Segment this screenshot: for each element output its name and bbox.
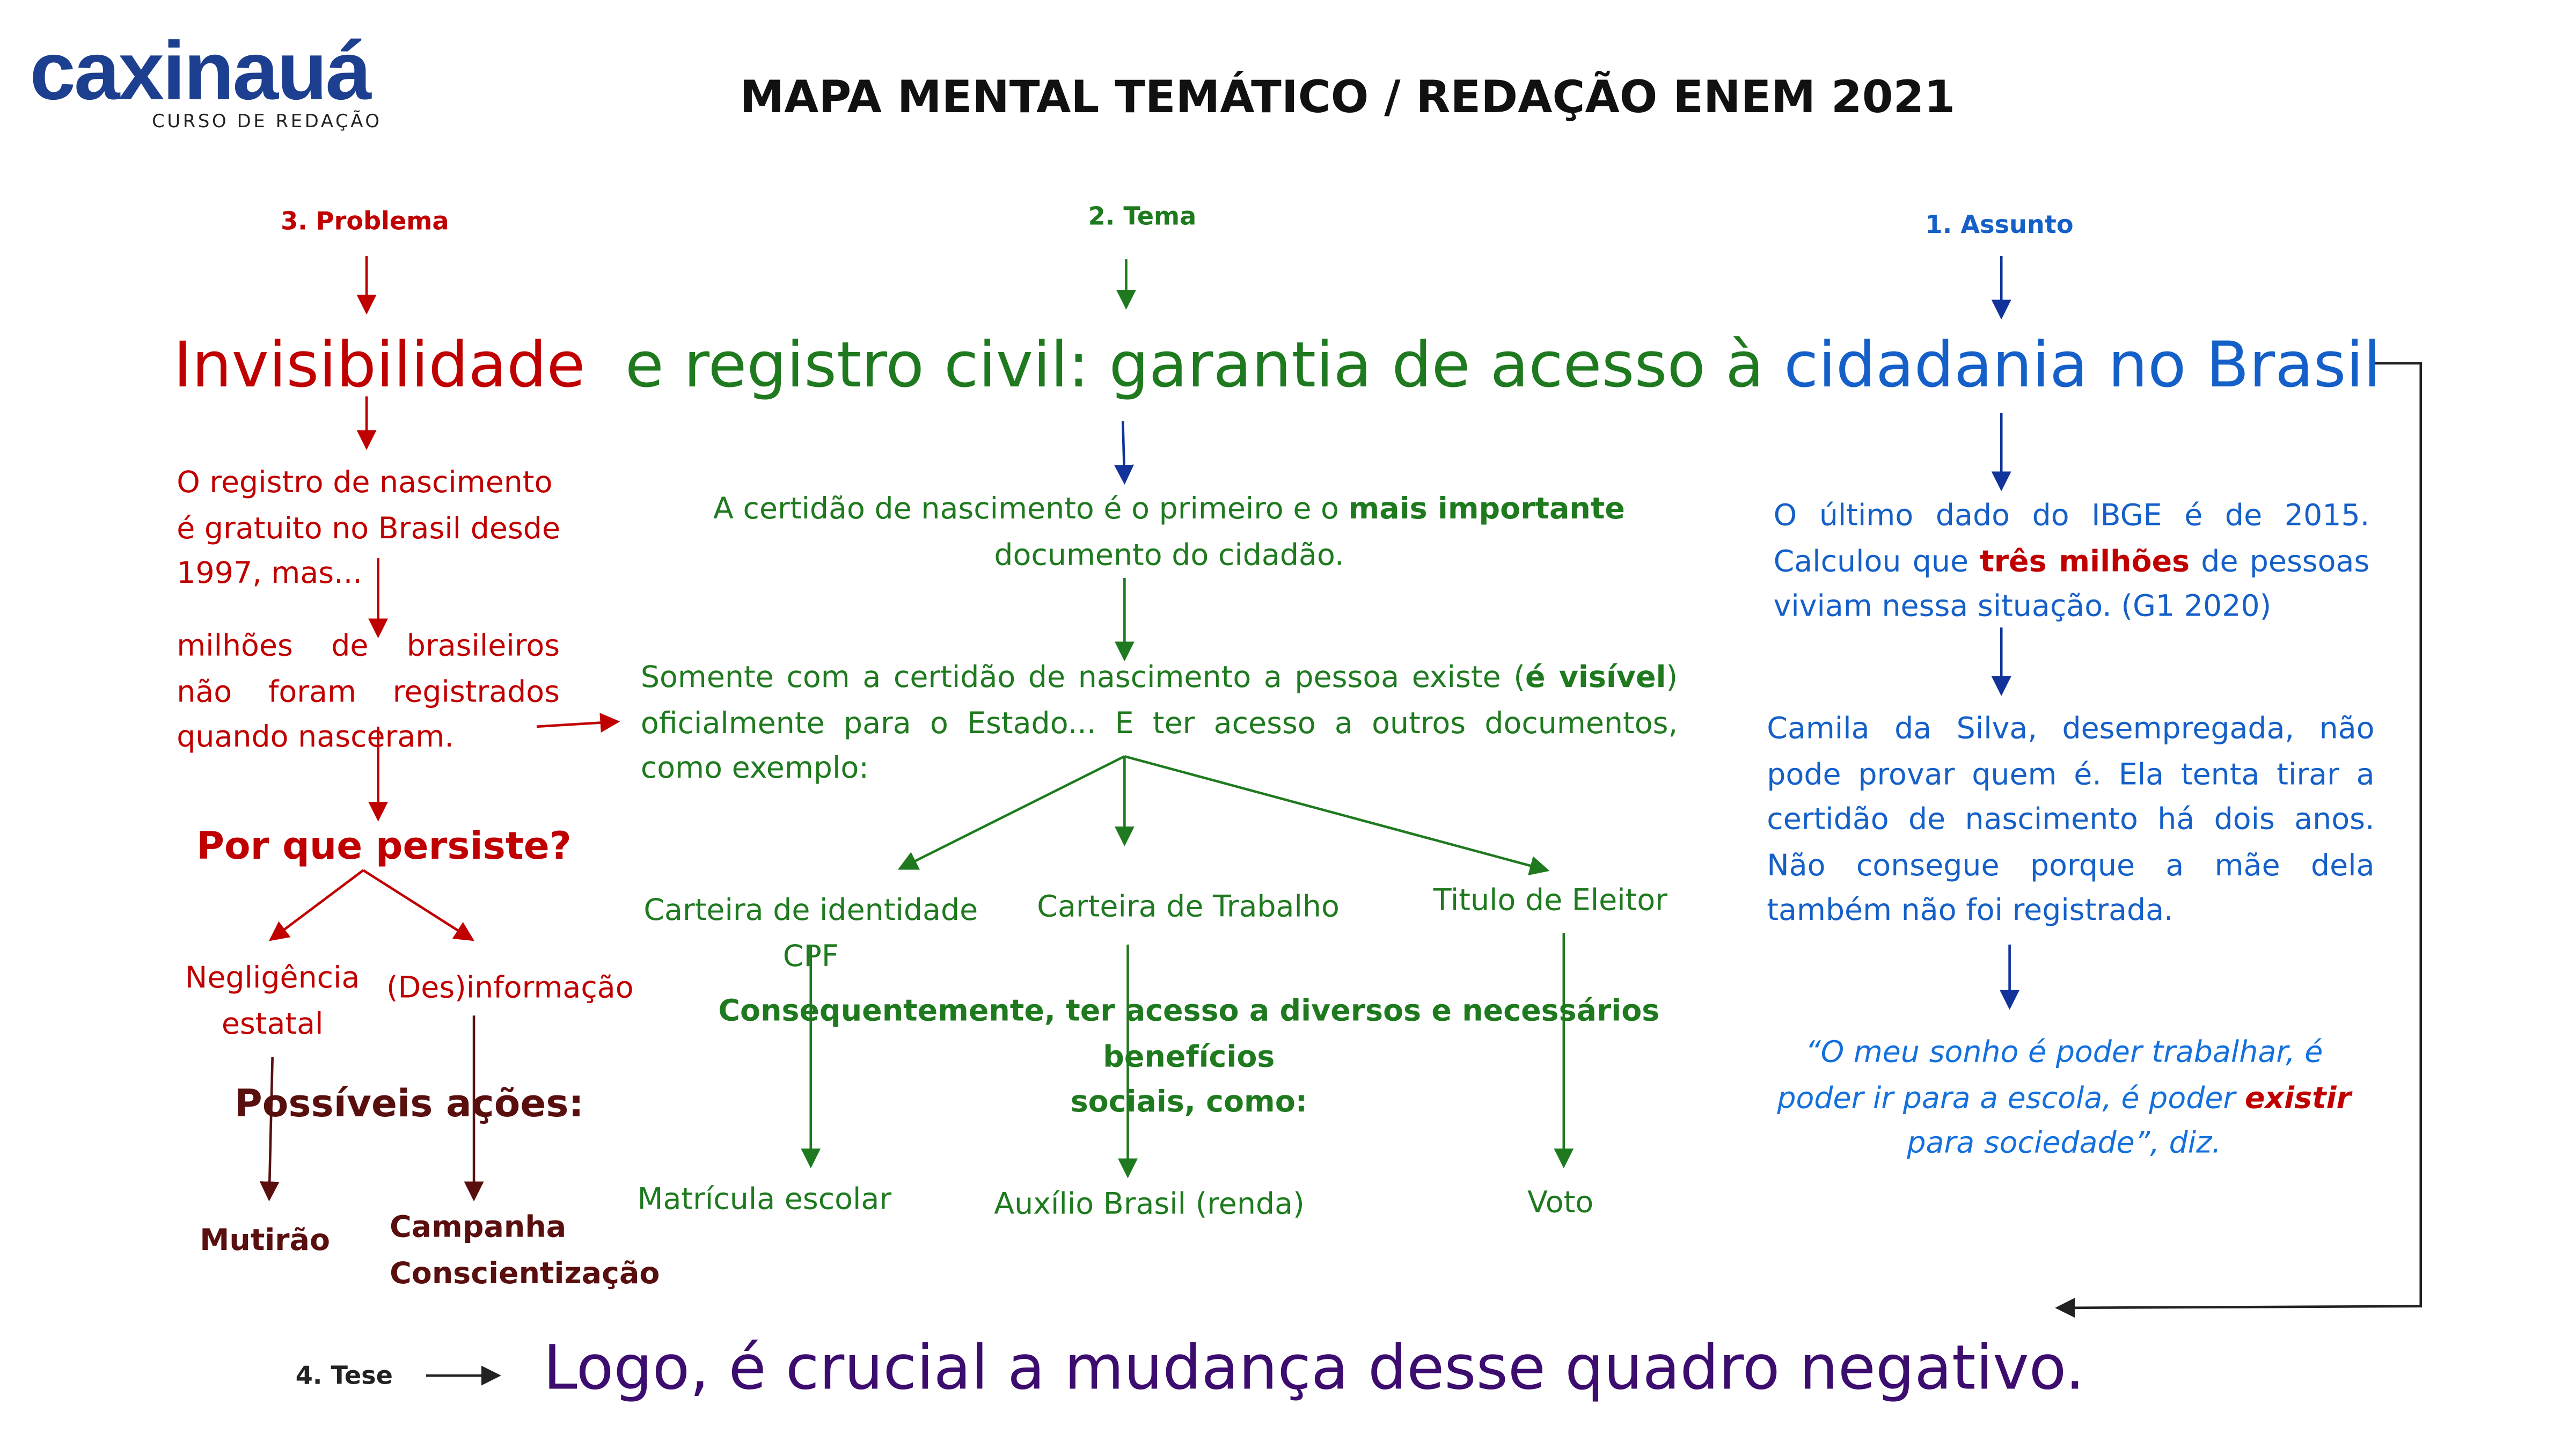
arrow-tema-down: [1114, 421, 1134, 485]
registro-text: O registro de nascimento é gratuito no B…: [177, 460, 560, 597]
ibge-line: de pessoas: [2190, 544, 2370, 579]
label-tese: 4. Tese: [295, 1361, 393, 1391]
somente-line: como exemplo:: [640, 751, 869, 786]
consequentemente-line: Consequentemente, ter acesso a diversos …: [718, 994, 1660, 1074]
beneficio-voto: Voto: [1527, 1186, 1594, 1220]
ibge-line: viviam nessa situação. (G1 2020): [1773, 589, 2272, 625]
negligencia-line: estatal: [221, 1006, 324, 1041]
arrow-negligencia: [268, 869, 364, 941]
registro-line: O registro de nascimento: [177, 465, 553, 501]
negligencia-estatal: Negligência estatal: [181, 956, 363, 1047]
quote-line: poder ir para a escola, é poder: [1777, 1080, 2245, 1116]
logo-tagline: CURSO DE REDAÇÃO: [152, 111, 382, 133]
beneficio-matricula: Matrícula escolar: [637, 1182, 892, 1217]
milhoes-line: quando nasceram.: [177, 720, 454, 755]
label-assunto: 1. Assunto: [1925, 209, 2074, 240]
headline-invisibilidade: Invisibilidade: [173, 328, 586, 401]
quote-line: para sociedade”, diz.: [1907, 1126, 2221, 1161]
certidao-text: A certidão de nascimento é o primeiro e …: [674, 487, 1664, 578]
bracket-to-tese: [2055, 362, 2423, 1318]
ibge-text: O último dado do IBGE é de 2015. Calculo…: [1774, 494, 2370, 630]
camila-line: também não foi registrada.: [1767, 893, 2174, 928]
consequentemente-line: sociais, como:: [1070, 1085, 1307, 1120]
camila-line: pode provar quem é. Ela tenta tirar a: [1767, 757, 2375, 792]
campanha-line: Conscientização: [390, 1255, 660, 1291]
quote-line: “O meu sonho é poder trabalhar, é: [1805, 1035, 2323, 1070]
arrow-identidade: [897, 755, 1125, 870]
arrow-eleitor: [1124, 755, 1550, 875]
desinformacao: (Des)informação: [386, 971, 634, 1006]
ibge-line: O último dado do IBGE é de 2015.: [1773, 499, 2370, 533]
registro-line: 1997, mas...: [177, 556, 362, 591]
doc-trabalho: Carteira de Trabalho: [1037, 890, 1340, 925]
doc-identidade: Carteira de identidade CPF: [629, 888, 992, 979]
beneficio-auxilio: Auxílio Brasil (renda): [994, 1187, 1305, 1222]
milhoes-line: milhões de brasileiros: [177, 629, 560, 664]
registro-line: é gratuito no Brasil desde: [177, 511, 561, 546]
ibge-line: Calculou que: [1773, 544, 1980, 579]
por-que-persiste: Por que persiste?: [196, 825, 572, 869]
camila-line: certidão de nascimento há dois anos.: [1767, 802, 2375, 837]
quote-emphasis: existir: [2244, 1080, 2351, 1116]
milhoes-line: não foram registrados: [177, 674, 560, 710]
campanha-line: Campanha: [390, 1210, 567, 1245]
certidao-line: documento do cidadão.: [994, 537, 1344, 573]
headline: Invisibilidade e registro civil: garanti…: [173, 334, 2381, 397]
doc-cpf-label: CPF: [782, 939, 839, 974]
somente-line: Somente com a certidão de nascimento a p…: [640, 660, 1525, 696]
tese-text: Logo, é crucial a mudança desse quadro n…: [543, 1333, 2085, 1404]
somente-emphasis: é visível: [1525, 660, 1666, 696]
campanha-conscientizacao: Campanha Conscientização: [390, 1205, 660, 1296]
arrow-mutirao: [259, 1057, 280, 1202]
camila-line: Não consegue porque a mãe dela: [1767, 847, 2375, 883]
label-problema: 3. Problema: [281, 206, 449, 236]
arrow-desinformacao: [362, 869, 474, 941]
negligencia-line: Negligência: [185, 961, 360, 996]
certidao-line: A certidão de nascimento é o primeiro e …: [713, 492, 1349, 527]
somente-text: Somente com a certidão de nascimento a p…: [641, 656, 1678, 792]
doc-identidade-label: Carteira de identidade: [643, 893, 978, 928]
logo: caxinauá CURSO DE REDAÇÃO: [30, 30, 382, 130]
page-title: MAPA MENTAL TEMÁTICO / REDAÇÃO ENEM 2021: [740, 72, 1956, 124]
quote-text: “O meu sonho é poder trabalhar, é poder …: [1734, 1030, 2395, 1167]
somente-paren: ): [1666, 660, 1678, 696]
headline-registro-civil: e registro civil: garantia de acesso à: [625, 328, 1764, 401]
arrow-to-somente: [536, 713, 620, 733]
ibge-emphasis: três milhões: [1980, 544, 2190, 579]
camila-text: Camila da Silva, desempregada, não pode …: [1767, 707, 2374, 934]
headline-cidadania: cidadania no Brasil: [1783, 328, 2381, 401]
camila-line: Camila da Silva, desempregada, não: [1767, 712, 2375, 747]
certidao-emphasis: mais importante: [1348, 492, 1625, 527]
possiveis-acoes: Possíveis ações:: [234, 1083, 584, 1127]
mutirao: Mutirão: [200, 1223, 331, 1259]
milhoes-text: milhões de brasileiros não foram registr…: [177, 624, 560, 760]
logo-brand: caxinauá: [30, 25, 371, 118]
doc-eleitor: Titulo de Eleitor: [1433, 883, 1668, 918]
somente-line: oficialmente para o Estado... E ter aces…: [640, 706, 1678, 741]
consequentemente-text: Consequentemente, ter acesso a diversos …: [644, 989, 1734, 1125]
label-tema: 2. Tema: [1088, 201, 1197, 231]
